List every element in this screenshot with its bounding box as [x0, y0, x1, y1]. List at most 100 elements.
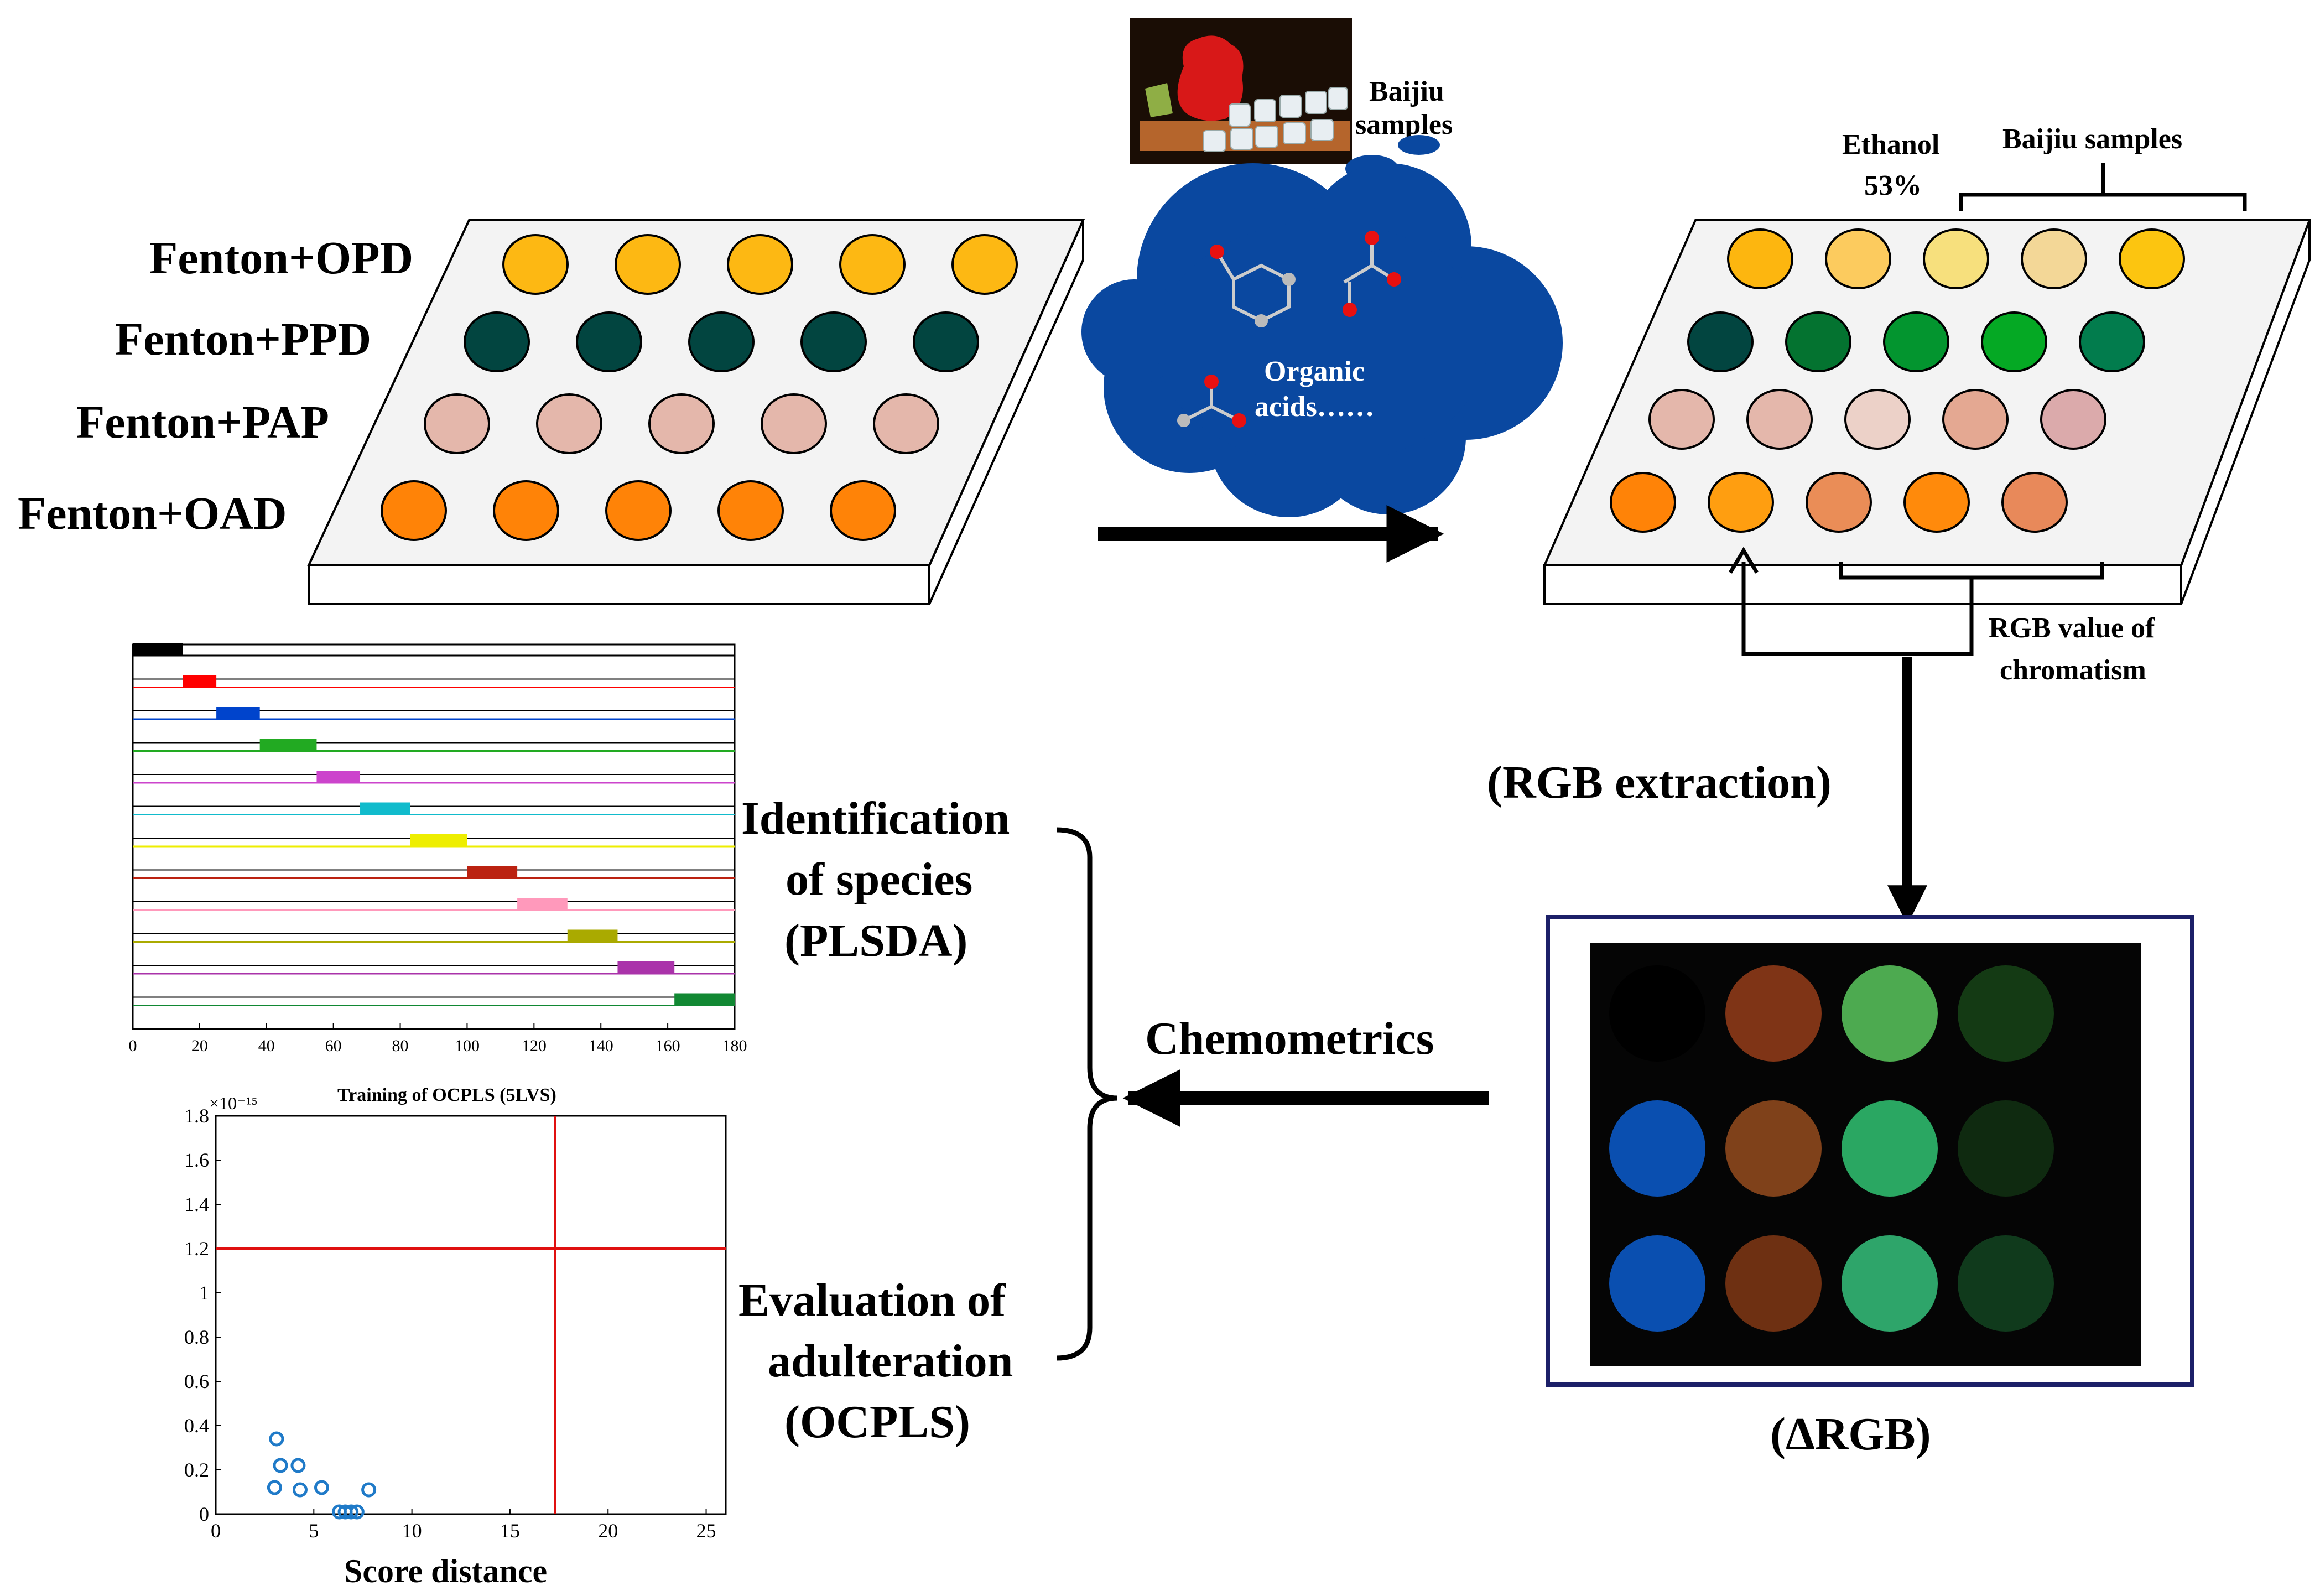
well-r4-c1 — [1610, 472, 1676, 533]
row-label-opd: Fenton+OPD — [149, 232, 413, 284]
baijiu-samples-label: Baijiu samples — [2002, 123, 2182, 155]
well-r4-c5 — [830, 480, 896, 541]
organic-acids-cloud: Organic acids…… — [1081, 135, 1563, 517]
delta-well-r1-c4 — [1958, 965, 2054, 1062]
rgb-bracket-arrowhead — [1728, 547, 1759, 574]
well-r2-c2 — [1785, 311, 1851, 372]
row-label-oad: Fenton+OAD — [18, 488, 287, 539]
well-r1-c4 — [839, 234, 906, 295]
plsda-class-block — [360, 802, 410, 815]
well-r3-c2 — [1746, 389, 1813, 450]
left-plate-wells — [381, 234, 1018, 541]
well-r2-c5 — [913, 311, 979, 372]
right-plate-front — [1543, 564, 2182, 605]
ocpls-x-tick-label: 25 — [696, 1520, 716, 1542]
delta-well-r3-c4 — [1958, 1235, 2054, 1332]
well-r4-c3 — [605, 480, 672, 541]
plsda-tick-label: 100 — [455, 1037, 480, 1055]
ocpls-point — [267, 1480, 282, 1495]
plsda-class-block — [674, 993, 735, 1006]
ocpls-axes-frame — [215, 1115, 727, 1515]
well-r3-c3 — [1844, 389, 1911, 450]
ocpls-y-tick-label: 1.4 — [184, 1193, 209, 1215]
well-r3-c4 — [1942, 389, 2009, 450]
row-label-ppd: Fenton+PPD — [115, 314, 371, 365]
left-plate-front — [308, 564, 930, 605]
identification-line1: Identification — [741, 793, 1010, 844]
rgb-value-label-1: RGB value of — [1989, 612, 2155, 644]
chemometrics-label: Chemometrics — [1145, 1013, 1434, 1064]
ocpls-point — [269, 1431, 284, 1447]
plsda-class-block — [259, 739, 317, 751]
ocpls-point — [290, 1458, 306, 1473]
plsda-class-block — [316, 771, 361, 783]
ocpls-y-tick-label: 1.8 — [184, 1105, 209, 1127]
rgb-extraction-label: (RGB extraction) — [1487, 757, 1832, 808]
plsda-class-block — [183, 675, 217, 688]
well-r4-c4 — [717, 480, 784, 541]
well-r2-c1 — [1687, 311, 1754, 372]
delta-well-r2-c3 — [1842, 1100, 1938, 1197]
well-r4-c2 — [1708, 472, 1774, 533]
ocpls-point — [349, 1504, 365, 1520]
bamboo-cup-icon — [1145, 83, 1173, 117]
well-r1-c1 — [502, 234, 569, 295]
well-r1-c5 — [2119, 228, 2185, 289]
glass-cups — [1203, 87, 1348, 152]
delta-well-r2-c1 — [1609, 1100, 1705, 1197]
rgb-value-bracket — [1741, 562, 2104, 656]
ocpls-title: Training of OCPLS (5LVS) — [337, 1085, 556, 1105]
delta-well-r1-c3 — [1842, 965, 1938, 1062]
baijiu-samples-bracket — [1959, 163, 2247, 211]
plsda-class-block — [410, 834, 467, 846]
identification-line3: (PLSDA) — [784, 915, 967, 966]
plsda-tick-label: 120 — [522, 1037, 547, 1055]
well-r1-c3 — [1923, 228, 1989, 289]
evaluation-line3: (OCPLS) — [784, 1396, 970, 1448]
well-r1-c4 — [2021, 228, 2087, 289]
analysis-brace — [1056, 827, 1118, 1361]
ocpls-y-tick-label: 0.8 — [184, 1326, 209, 1348]
well-r2-c3 — [1883, 311, 1949, 372]
well-r4-c1 — [381, 480, 447, 541]
delta-well-r3-c1 — [1609, 1235, 1705, 1332]
well-r1-c2 — [615, 234, 681, 295]
ocpls-y-tick-label: 1.6 — [184, 1149, 209, 1171]
well-r3-c3 — [648, 393, 715, 454]
plsda-class-block — [467, 866, 518, 878]
delta-rgb-wells — [1609, 965, 2054, 1332]
well-r2-c4 — [1981, 311, 2047, 372]
evaluation-line2: adulteration — [768, 1335, 1013, 1387]
ocpls-y-tick-label: 1.2 — [184, 1238, 209, 1260]
plsda-tick-label: 60 — [325, 1037, 342, 1055]
right-plate-wells — [1610, 228, 2185, 533]
well-r2-c1 — [464, 311, 530, 372]
well-r1-c1 — [1727, 228, 1793, 289]
ocpls-y-tick-label: 0 — [199, 1503, 209, 1525]
well-r2-c5 — [2079, 311, 2145, 372]
ocpls-y-exponent: ×10⁻¹⁵ — [209, 1093, 258, 1113]
plsda-class-block — [617, 961, 675, 974]
ocpls-point — [361, 1482, 377, 1498]
well-r3-c5 — [2040, 389, 2106, 450]
delta-rgb-panel: (ΔRGB) — [1546, 915, 2194, 1460]
atom-icons — [1177, 231, 1401, 428]
ocpls-x-tick-label: 0 — [211, 1520, 221, 1542]
left-row-labels: Fenton+OPD Fenton+PPD Fenton+PAP Fenton+… — [18, 232, 413, 539]
plsda-class-block — [133, 643, 183, 656]
ocpls-x-tick-label: 20 — [598, 1520, 618, 1542]
cloud-text-1: Organic — [1264, 356, 1365, 387]
ocpls-point — [344, 1504, 359, 1520]
baijiu-label-1: Baijiu — [1369, 76, 1444, 107]
ocpls-xlabel: Score distance — [344, 1553, 547, 1589]
ocpls-x-tick-label: 10 — [402, 1520, 422, 1542]
ocpls-x-tick-label: 5 — [309, 1520, 319, 1542]
ocpls-point — [292, 1482, 308, 1498]
well-r1-c2 — [1825, 228, 1891, 289]
well-r3-c2 — [536, 393, 602, 454]
cloud-text-2: acids…… — [1255, 391, 1375, 423]
baijiu-label-2: samples — [1355, 109, 1453, 141]
